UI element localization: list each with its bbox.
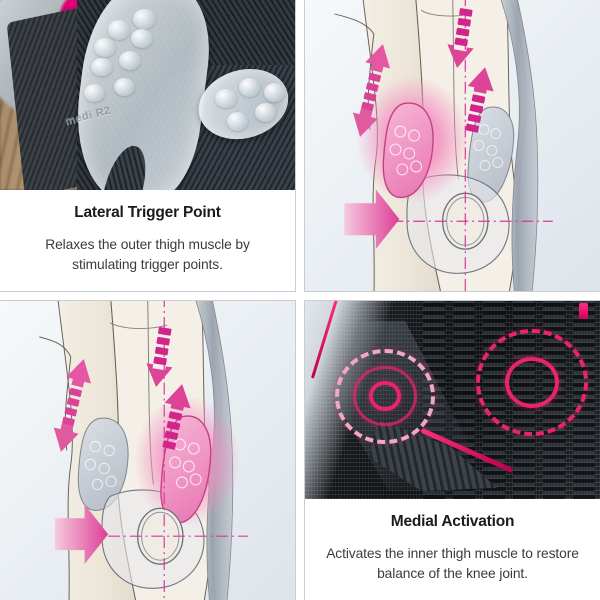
pad-dimples bbox=[473, 124, 504, 171]
target-inner-ring bbox=[368, 380, 401, 412]
gel-nub bbox=[215, 89, 237, 109]
lateral-double-arrow bbox=[352, 44, 391, 137]
caption-medial-activation: Medial Activation Activates the inner th… bbox=[305, 499, 600, 600]
knee-medial-svg bbox=[0, 301, 295, 600]
gel-nub bbox=[113, 77, 135, 97]
knee-lateral-svg bbox=[305, 0, 600, 291]
pad-dimples bbox=[389, 125, 423, 176]
gel-pad-insert-photo: medi R2 bbox=[0, 0, 295, 190]
muscle-line bbox=[109, 322, 168, 329]
card-lateral-trigger-point[interactable]: medi R2 Lateral Trigger Point Relaxes th… bbox=[0, 0, 296, 292]
gel-pad-cutout bbox=[93, 141, 154, 190]
pad-dimples bbox=[84, 440, 117, 491]
caption-body: Activates the inner thigh muscle to rest… bbox=[326, 546, 579, 581]
gel-nub bbox=[107, 19, 131, 40]
gel-nub bbox=[255, 102, 277, 122]
gel-nub bbox=[84, 83, 106, 102]
lateral-double-arrow bbox=[53, 359, 91, 452]
target-outer-dashed-ring bbox=[476, 328, 589, 436]
knee-medial-diagram bbox=[0, 301, 295, 600]
medial-up-arrow bbox=[162, 384, 191, 450]
lateral-pad-active bbox=[382, 102, 434, 199]
brace-strip bbox=[500, 0, 539, 291]
gel-nub bbox=[94, 38, 117, 57]
activation-target-left bbox=[334, 348, 435, 444]
gel-nub bbox=[238, 77, 261, 97]
brand-tag bbox=[579, 302, 589, 319]
medial-down-arrow bbox=[447, 8, 474, 69]
gel-nub bbox=[91, 57, 113, 77]
pressure-arrow bbox=[344, 189, 400, 250]
gel-nub bbox=[264, 82, 286, 102]
card-medial-diagram[interactable] bbox=[0, 300, 296, 600]
knee-brace-activation-photo bbox=[305, 301, 600, 499]
caption-title: Medial Activation bbox=[390, 513, 515, 530]
caption-body: Relaxes the outer thigh muscle by stimul… bbox=[45, 237, 250, 272]
target-mid-ring bbox=[352, 365, 417, 427]
activation-target-right bbox=[476, 328, 589, 436]
medial-down-arrow bbox=[146, 327, 173, 387]
medial-up-arrow bbox=[465, 67, 494, 133]
lateral-pad-inactive bbox=[77, 417, 129, 511]
gel-nub bbox=[132, 8, 157, 30]
caption-lateral-trigger-point: Lateral Trigger Point Relaxes the outer … bbox=[0, 190, 295, 291]
gel-nub bbox=[119, 51, 142, 71]
pressure-arrow bbox=[55, 504, 109, 565]
target-inner-ring bbox=[505, 356, 560, 408]
knee-lateral-diagram bbox=[305, 0, 600, 291]
gel-nub bbox=[131, 28, 154, 48]
caption-title: Lateral Trigger Point bbox=[74, 204, 221, 221]
pad-dimples bbox=[169, 438, 202, 489]
target-outer-dashed-ring bbox=[334, 348, 435, 444]
gel-nub bbox=[227, 112, 249, 132]
card-medial-activation[interactable]: Medial Activation Activates the inner th… bbox=[304, 300, 600, 600]
card-lateral-diagram[interactable] bbox=[304, 0, 600, 292]
